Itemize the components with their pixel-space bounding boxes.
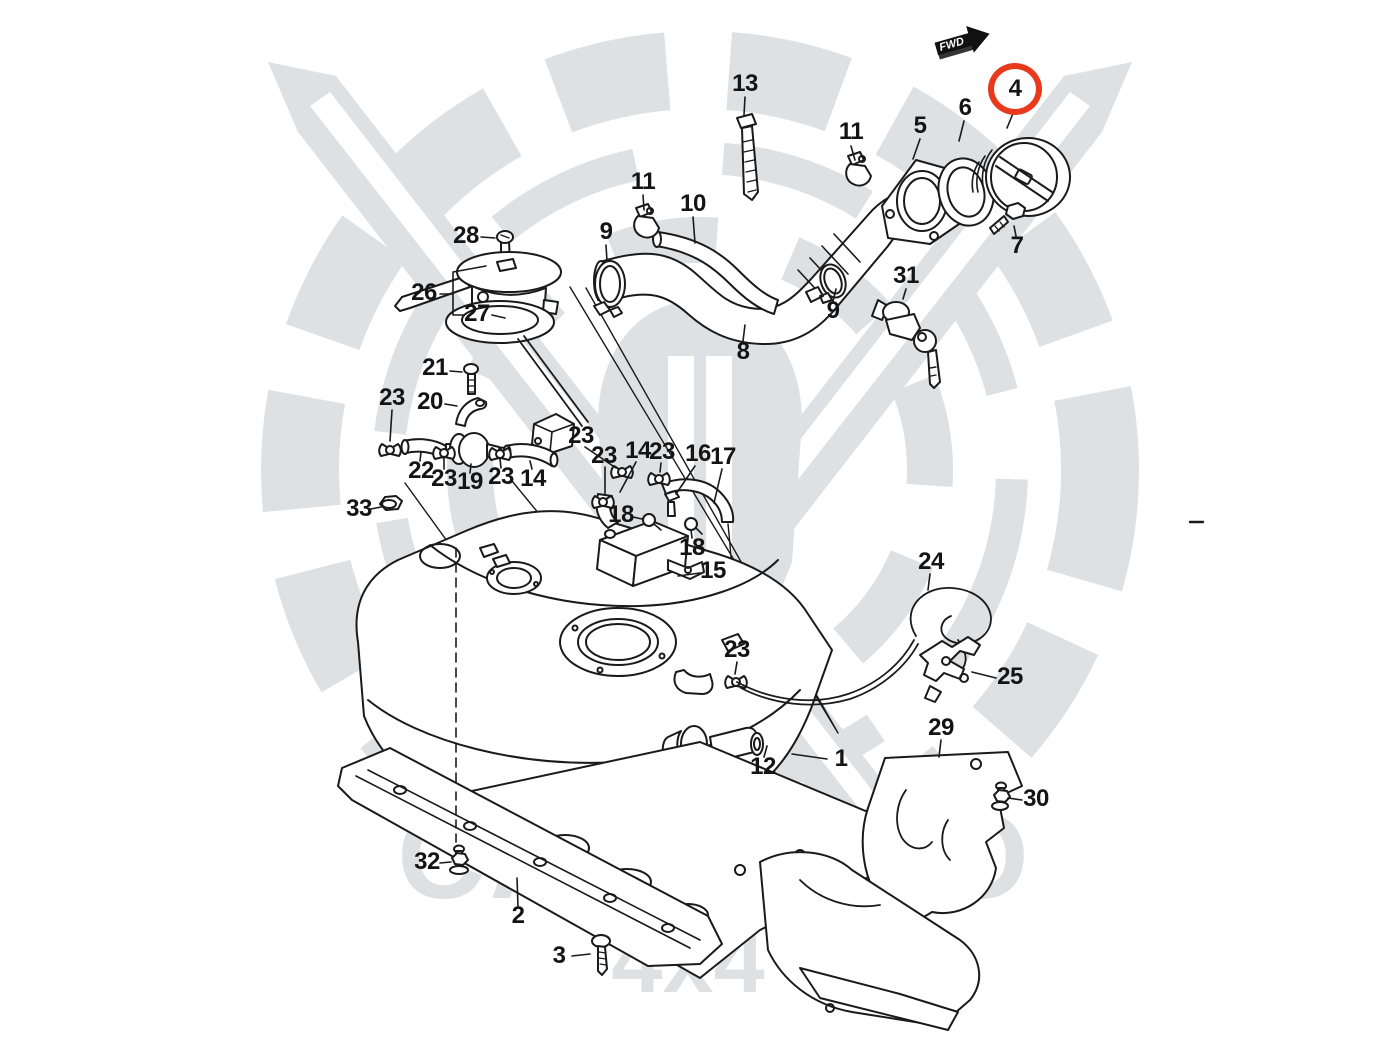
bolt-21 [463,363,479,395]
bolt-7 [989,202,1026,235]
evap-canister-assembly [595,478,735,587]
hose-clamp-11-left [633,203,660,239]
hose-clips-23 [378,443,748,689]
hose-clamp-9-right [805,263,847,304]
lock-cylinder-key [871,299,941,389]
cable-bracket-25 [919,636,981,703]
fuel-cap [971,137,1071,217]
bracket-20 [455,397,488,427]
heat-shield [759,751,1023,1031]
fuel-pump-sender [394,230,589,455]
hose-clamp-9-left [593,260,626,318]
tank-guard-frame [337,741,941,979]
screw-3 [591,934,611,976]
leader-lines [370,96,1205,957]
drain-strap [736,113,759,201]
bolt-32 [449,844,469,875]
hose-clamp-11-right [845,151,872,187]
filler-gasket [937,157,995,227]
fwd-arrow: FWD [934,25,990,60]
nut-33 [379,495,403,511]
bolt-30 [991,781,1011,811]
